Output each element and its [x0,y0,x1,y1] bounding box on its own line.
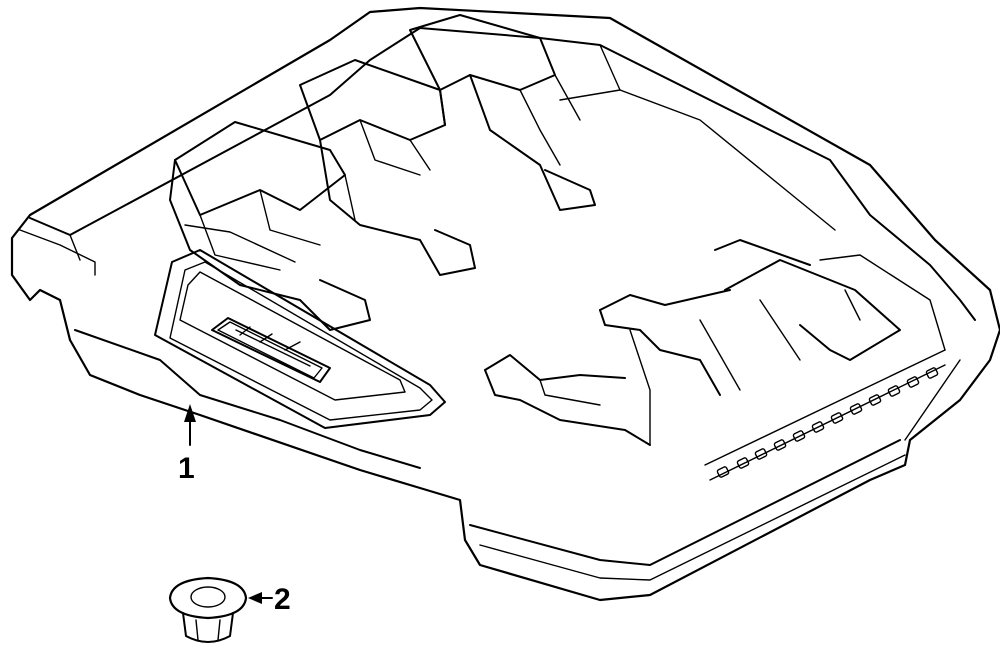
callout-1-label: 1 [178,452,195,485]
grommet-part[interactable] [168,576,248,643]
callout-2: 2 [248,583,291,616]
vent-holes [704,349,946,481]
callout-1: 1 [178,404,196,485]
callout-1-arrowhead [184,404,196,422]
callout-2-arrowhead [248,592,262,604]
engine-cover-part[interactable] [10,6,1000,602]
callout-2-label: 2 [274,583,291,616]
